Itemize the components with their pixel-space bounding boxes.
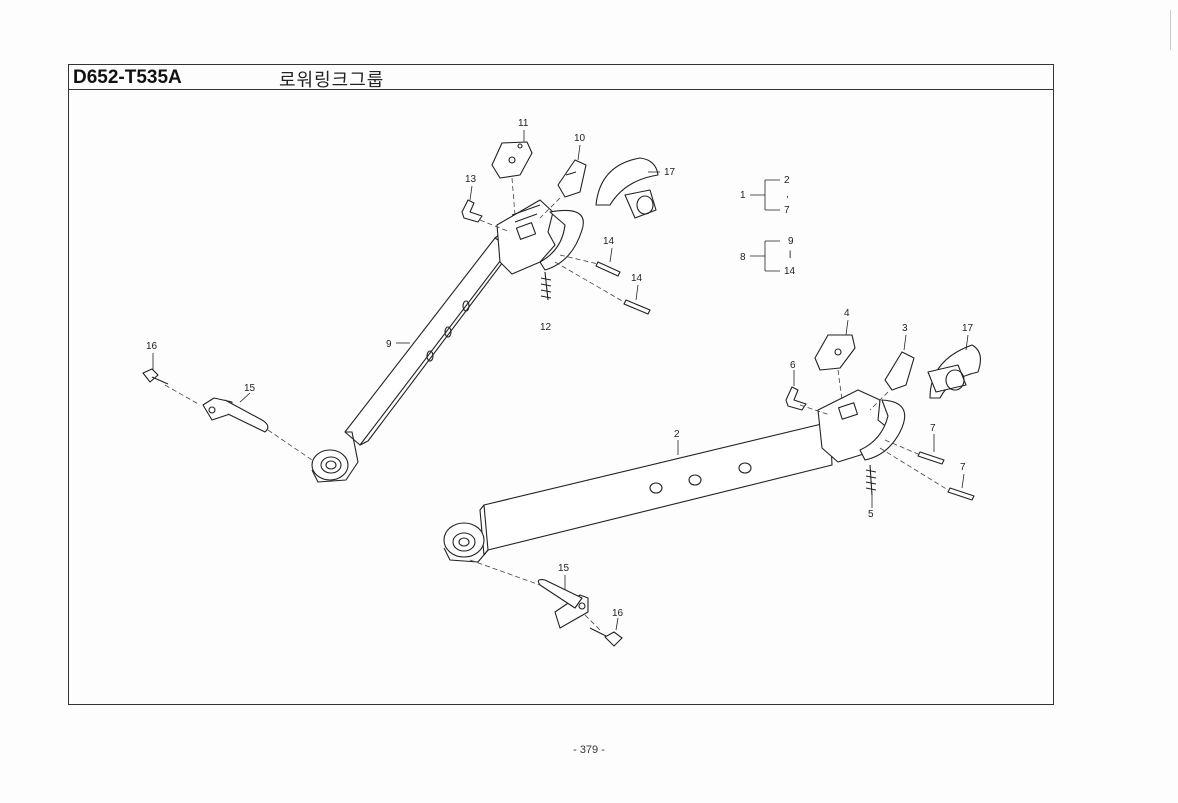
callout-6: 6 [790, 360, 796, 371]
callout-7-b: 7 [960, 462, 966, 473]
callout-1-separator: , [786, 189, 789, 200]
pin-14b [623, 299, 651, 315]
latch-plate-11 [491, 141, 533, 179]
handle-cap-17-lower [927, 344, 981, 399]
lower-link-arm-lower [443, 421, 833, 563]
document-code: D652-T535A [73, 67, 182, 88]
pin-6 [785, 386, 807, 411]
header-bar: D652-T535A 로워링크그룹 [69, 65, 1053, 91]
scan-edge-mark [1170, 10, 1171, 50]
callout-15-lower: 15 [558, 563, 570, 574]
pin-14a [595, 261, 621, 277]
callout-3: 3 [902, 323, 908, 334]
pin-7b [947, 487, 975, 501]
callout-1-to: 7 [784, 205, 790, 216]
callout-10: 10 [574, 133, 586, 144]
callout-16-lower: 16 [612, 608, 624, 619]
callout-14-upper-b: 14 [631, 273, 643, 284]
callout-1: 1 [740, 190, 746, 201]
callout-8-from: 9 [788, 236, 794, 247]
callout-17-lower: 17 [962, 323, 974, 334]
callout-4: 4 [844, 308, 850, 319]
callout-5: 5 [868, 509, 874, 520]
callout-15-upper: 15 [244, 383, 256, 394]
callout-12: 12 [540, 322, 552, 333]
callout-7-a: 7 [930, 423, 936, 434]
pin-15-lower [537, 579, 589, 629]
callout-8-to: 14 [784, 266, 796, 277]
latch-3 [884, 351, 915, 391]
group-title: 로워링크그룹 [279, 70, 385, 91]
callout-2: 2 [674, 429, 680, 440]
page-number: - 379 - [573, 744, 605, 756]
callout-16-upper: 16 [146, 341, 158, 352]
callout-17-upper: 17 [664, 167, 676, 178]
handle-cap-17-upper [595, 157, 659, 219]
pin-13 [461, 199, 483, 223]
callout-8-separator: l [789, 250, 791, 261]
hook-assembly-upper [496, 199, 584, 275]
lower-link-arm-upper [311, 231, 519, 483]
callout-11: 11 [518, 118, 529, 129]
callout-labels: 11 10 17 13 14 14 12 9 16 15 1 2 , 7 8 9… [146, 118, 974, 619]
callout-13: 13 [465, 174, 477, 185]
latch-plate-4 [814, 334, 856, 371]
callout-14-upper-a: 14 [603, 236, 615, 247]
latch-10 [557, 159, 587, 198]
hook-assembly-lower [817, 389, 906, 463]
bolt-16-lower [589, 627, 623, 647]
callout-8: 8 [740, 252, 746, 263]
spring-5 [865, 464, 877, 496]
spring-12 [540, 271, 552, 301]
callout-leaders [152, 130, 969, 631]
pin-15-upper [202, 397, 269, 433]
callout-1-from: 2 [784, 175, 790, 186]
bolt-16-upper [142, 368, 169, 385]
assembly-guide-lines [164, 177, 949, 631]
callout-9: 9 [386, 339, 392, 350]
parts-diagram-frame: D652-T535A 로워링크그룹 [68, 64, 1054, 705]
pin-7a [917, 451, 945, 465]
